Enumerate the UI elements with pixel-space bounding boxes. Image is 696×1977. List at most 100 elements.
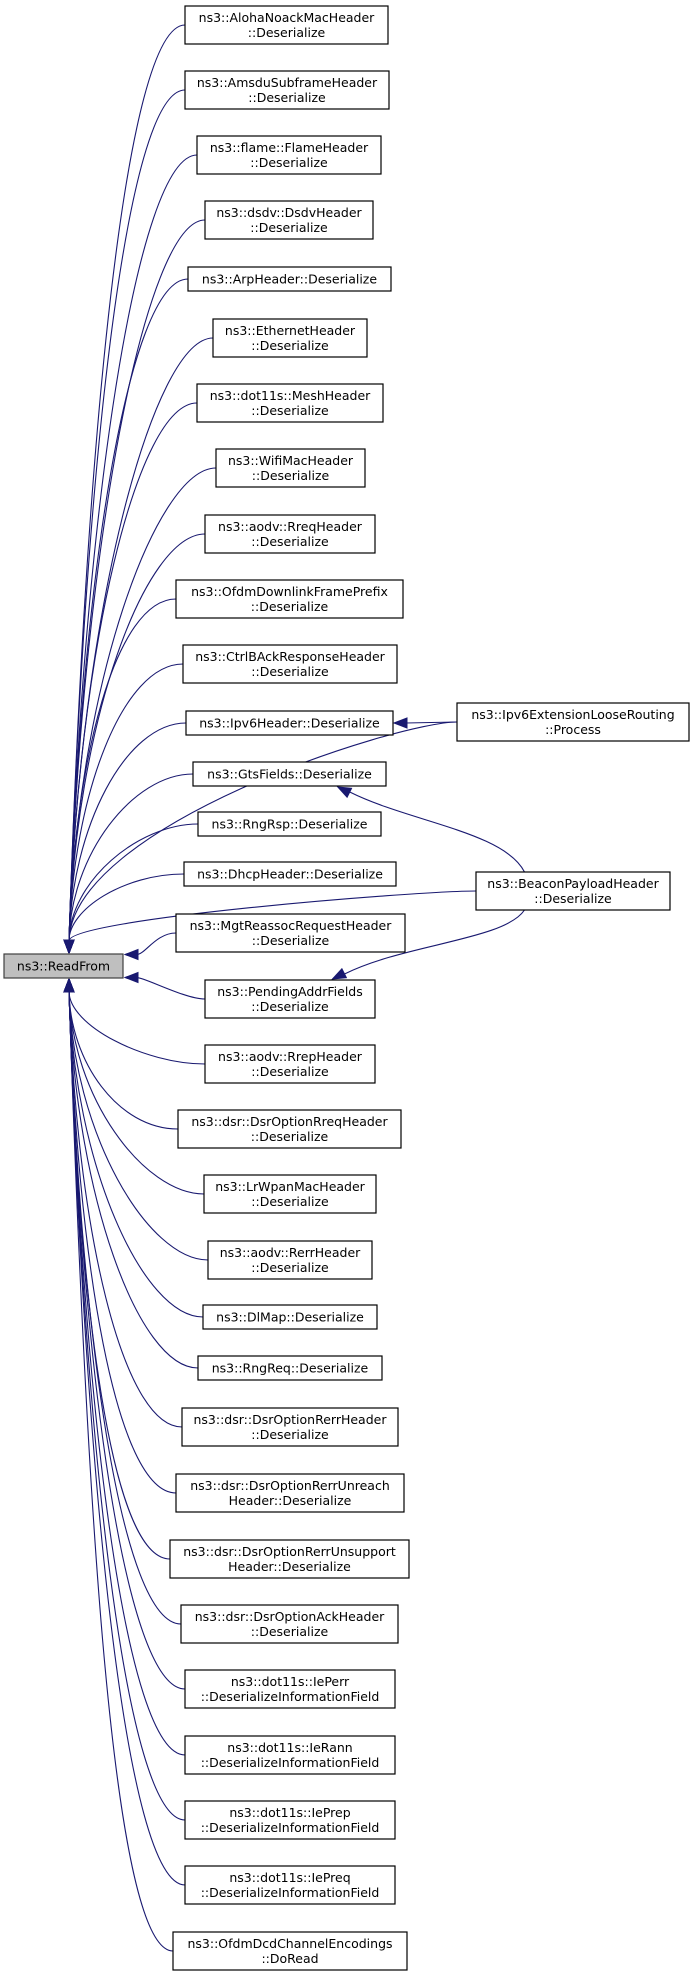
node-flame[interactable]: ns3::flame::FlameHeader::Deserialize xyxy=(196,135,382,175)
node-dsrrreq[interactable]: ns3::dsr::DsrOptionRreqHeader::Deseriali… xyxy=(177,1109,402,1149)
node-label: ns3::dot11s::IePreq xyxy=(229,1870,350,1885)
node-box xyxy=(197,811,382,837)
node-rngrsp[interactable]: ns3::RngRsp::Deserialize xyxy=(197,811,382,837)
node-ierann[interactable]: ns3::dot11s::IeRann::DeserializeInformat… xyxy=(184,1735,396,1775)
node-iepreq[interactable]: ns3::dot11s::IePreq::DeserializeInformat… xyxy=(184,1865,396,1905)
node-box xyxy=(184,5,389,45)
node-label: ns3::aodv::RrepHeader xyxy=(218,1049,363,1064)
node-box xyxy=(207,1240,373,1280)
edge-rngreq xyxy=(68,990,199,1369)
edge-ofdmdcd xyxy=(68,990,174,1952)
node-label: ns3::dot11s::IePrep xyxy=(229,1805,350,1820)
node-box xyxy=(169,1539,410,1579)
node-box xyxy=(184,1735,396,1775)
node-label: ns3::AmsduSubframeHeader xyxy=(197,75,378,90)
node-label: ::Deserialize xyxy=(250,220,328,235)
node-box xyxy=(184,70,390,110)
node-label: ::Deserialize xyxy=(251,664,329,679)
node-box xyxy=(192,761,387,787)
arrow-ofdmdcd xyxy=(63,977,75,993)
node-label: ns3::LrWpanMacHeader xyxy=(215,1179,365,1194)
node-wifimac[interactable]: ns3::WifiMacHeader::Deserialize xyxy=(215,448,366,488)
edge-beacon xyxy=(68,890,477,942)
node-label: ns3::dsr::DsrOptionRerrUnsupport xyxy=(183,1544,396,1559)
node-beacon[interactable]: ns3::BeaconPayloadHeader::Deserialize xyxy=(475,871,671,911)
edges-layer xyxy=(63,24,525,1952)
edge-dsrrerrunreach xyxy=(68,990,177,1494)
node-box xyxy=(180,1604,399,1644)
edge-amsdu xyxy=(68,89,186,942)
node-rreq[interactable]: ns3::aodv::RreqHeader::Deserialize xyxy=(204,514,376,554)
node-rngreq[interactable]: ns3::RngReq::Deserialize xyxy=(197,1355,383,1381)
edge-dsrrreq xyxy=(68,990,179,1130)
node-box xyxy=(185,710,394,736)
node-ofdmdcd[interactable]: ns3::OfdmDcdChannelEncodings::DoRead xyxy=(172,1931,408,1971)
node-dsrrerr[interactable]: ns3::dsr::DsrOptionRerrHeader::Deseriali… xyxy=(181,1407,399,1447)
node-label: ns3::AlohaNoackMacHeader xyxy=(199,10,376,25)
node-label: ns3::aodv::RerrHeader xyxy=(220,1245,361,1260)
node-box xyxy=(204,1044,376,1084)
node-aloha[interactable]: ns3::AlohaNoackMacHeader::Deserialize xyxy=(184,5,389,45)
node-box xyxy=(181,1407,399,1447)
node-amsdu[interactable]: ns3::AmsduSubframeHeader::Deserialize xyxy=(184,70,390,110)
edge-lrwpan xyxy=(68,990,205,1195)
node-dsdv[interactable]: ns3::dsdv::DsdvHeader::Deserialize xyxy=(204,200,374,240)
node-rrep[interactable]: ns3::aodv::RrepHeader::Deserialize xyxy=(204,1044,376,1084)
node-ieperr[interactable]: ns3::dot11s::IePerr::DeserializeInformat… xyxy=(184,1669,396,1709)
node-label: ::Deserialize xyxy=(251,1194,329,1209)
node-box xyxy=(183,861,397,887)
edge-ipv6loose xyxy=(68,721,458,942)
arrow-ipv6loose-ipv6 xyxy=(392,717,408,729)
node-box xyxy=(184,1800,396,1840)
node-box xyxy=(177,1109,402,1149)
node-label: ns3::MgtReassocRequestHeader xyxy=(190,918,393,933)
node-label: ::Deserialize xyxy=(534,891,612,906)
node-gts[interactable]: ns3::GtsFields::Deserialize xyxy=(192,761,387,787)
node-box xyxy=(175,1473,405,1513)
node-rerr[interactable]: ns3::aodv::RerrHeader::Deserialize xyxy=(207,1240,373,1280)
node-label: ::Deserialize xyxy=(252,933,330,948)
node-ipv6[interactable]: ns3::Ipv6Header::Deserialize xyxy=(185,710,394,736)
node-dsrack[interactable]: ns3::dsr::DsrOptionAckHeader::Deserializ… xyxy=(180,1604,399,1644)
node-label: ::Deserialize xyxy=(248,25,326,40)
node-ieprep[interactable]: ns3::dot11s::IePrep::DeserializeInformat… xyxy=(184,1800,396,1840)
node-label: ns3::DlMap::Deserialize xyxy=(216,1310,364,1325)
node-mesh[interactable]: ns3::dot11s::MeshHeader::Deserialize xyxy=(196,383,384,423)
node-label: ::Deserialize xyxy=(251,1064,329,1079)
node-label: ns3::Ipv6Header::Deserialize xyxy=(199,716,380,731)
node-label: ns3::GtsFields::Deserialize xyxy=(207,767,372,782)
node-label: ::Deserialize xyxy=(251,999,329,1014)
edge-mesh xyxy=(68,402,198,942)
node-dsrrerrunreach[interactable]: ns3::dsr::DsrOptionRerrUnreachHeader::De… xyxy=(175,1473,405,1513)
node-label: ns3::RngReq::Deserialize xyxy=(212,1361,369,1376)
node-label: ::Deserialize xyxy=(250,155,328,170)
node-ctrlback[interactable]: ns3::CtrlBAckResponseHeader::Deserialize xyxy=(182,644,398,684)
node-ipv6loose[interactable]: ns3::Ipv6ExtensionLooseRouting::Process xyxy=(456,702,690,742)
node-arp[interactable]: ns3::ArpHeader::Deserialize xyxy=(187,266,392,292)
node-label: ::Deserialize xyxy=(251,1427,329,1442)
node-dlmap[interactable]: ns3::DlMap::Deserialize xyxy=(202,1304,378,1330)
node-label: ns3::ArpHeader::Deserialize xyxy=(202,272,377,287)
node-ethernet[interactable]: ns3::EthernetHeader::Deserialize xyxy=(212,318,368,358)
node-ofdmdl[interactable]: ns3::OfdmDownlinkFramePrefix::Deserializ… xyxy=(175,579,404,619)
node-box xyxy=(204,979,376,1019)
node-mgtreassoc[interactable]: ns3::MgtReassocRequestHeader::Deserializ… xyxy=(175,913,406,953)
node-label: ::DeserializeInformationField xyxy=(201,1820,380,1835)
node-label: ::DoRead xyxy=(261,1951,318,1966)
node-label: ns3::Ipv6ExtensionLooseRouting xyxy=(471,707,674,722)
node-lrwpan[interactable]: ns3::LrWpanMacHeader::Deserialize xyxy=(203,1174,377,1214)
node-dhcp[interactable]: ns3::DhcpHeader::Deserialize xyxy=(183,861,397,887)
node-label: ns3::WifiMacHeader xyxy=(228,453,354,468)
node-label: ::Deserialize xyxy=(251,599,329,614)
node-label: ns3::OfdmDcdChannelEncodings xyxy=(187,1936,392,1951)
node-readfrom[interactable]: ns3::ReadFrom xyxy=(3,953,124,979)
arrow-beacon-pending xyxy=(331,967,348,980)
node-label: ns3::dsr::DsrOptionAckHeader xyxy=(195,1609,385,1624)
node-box xyxy=(175,913,406,953)
node-label: ns3::dsr::DsrOptionRreqHeader xyxy=(191,1114,388,1129)
node-label: ns3::DhcpHeader::Deserialize xyxy=(197,867,383,882)
node-dsrrerrunsupport[interactable]: ns3::dsr::DsrOptionRerrUnsupportHeader::… xyxy=(169,1539,410,1579)
node-label: ::Deserialize xyxy=(251,338,329,353)
node-pending[interactable]: ns3::PendingAddrFields::Deserialize xyxy=(204,979,376,1019)
